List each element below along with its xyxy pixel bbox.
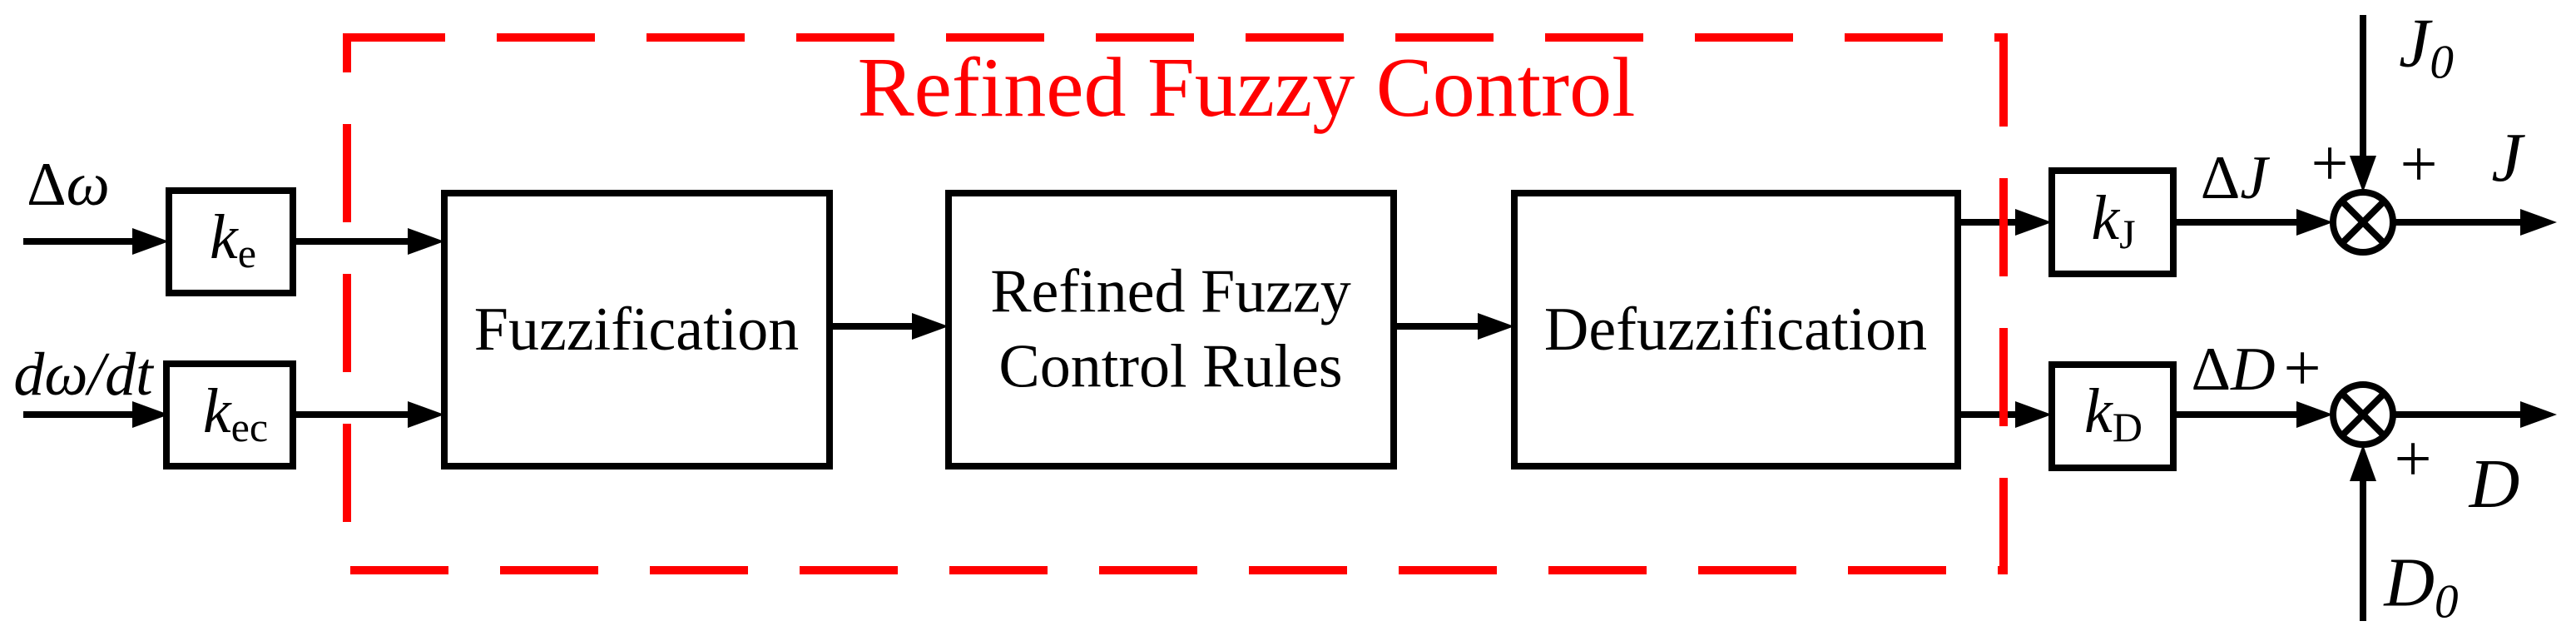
j0-input-arrow [2350,15,2376,192]
diagram-title: Refined Fuzzy Control [857,41,1636,135]
sum-j-plus-right: + [2400,128,2438,201]
rules-box [945,190,1397,470]
j0-sub: 0 [2430,36,2454,89]
delta-j-delta: Δ [2200,144,2241,212]
d0-input-arrow [2350,445,2376,621]
rules-to-defuzzification-arrow [1394,313,1514,340]
kec-gain-box [163,360,296,470]
delta-d-symbol: D [2231,335,2276,404]
sum-j-plus-left: + [2311,127,2349,201]
domega-dt-input-arrow [23,401,169,428]
ke-sub: e [237,229,256,276]
sum-d-plus-bottom: + [2394,423,2432,496]
sum-junction-d-icon [2330,381,2396,448]
rules-label: Refined Fuzzy Control Rules [990,255,1351,405]
kd-sub: D [2112,403,2143,450]
delta-d-delta: Δ [2191,335,2232,404]
kj-gain-label: kJ [2091,186,2135,255]
kd-base: k [2084,375,2113,446]
delta-omega-label: Δω [27,154,110,216]
defuzzification-box [1511,190,1961,470]
fuzzification-box [441,190,833,470]
ke-to-fuzzification-arrow [293,228,444,255]
kd-gain-box [2048,361,2177,471]
d0-base: D [2384,544,2435,622]
delta-d-label: ΔD [2191,339,2275,400]
ke-base: k [210,201,238,272]
ke-gain-label: ke [210,206,256,274]
d-output-label: D [2469,445,2520,523]
kj-sub: J [2119,210,2136,257]
delta-omega-symbol: ω [66,151,110,219]
defuzzification-label: Defuzzification [1543,296,1928,364]
rules-label-line1: Refined Fuzzy [990,257,1351,326]
sum-junction-j-icon [2330,189,2396,256]
kd-gain-label: kD [2084,380,2143,448]
delta-j-label: ΔJ [2201,147,2267,209]
fuzzification-label: Fuzzification [473,296,800,364]
j-output-label: J [2491,119,2523,196]
j0-label: J0 [2399,8,2454,89]
j0-base: J [2399,4,2430,82]
rules-label-line2: Control Rules [998,333,1343,401]
defuzzification-to-kd-arrow [1958,401,2052,428]
kec-base: k [202,375,231,446]
kec-to-fuzzification-arrow [293,401,444,428]
delta-j-symbol: J [2240,144,2268,212]
kj-base: k [2091,182,2120,253]
domega-dt-label: dω/dt [13,340,153,409]
defuzzification-to-kj-arrow [1958,209,2052,236]
sum-to-d-output-arrow [2393,401,2557,428]
d0-label: D0 [2384,548,2458,626]
ke-gain-box [166,187,296,296]
kec-gain-label: kec [203,380,268,448]
delta-omega-delta: Δ [27,151,67,219]
kj-to-sum-arrow [2173,209,2333,236]
delta-omega-input-arrow [23,228,169,255]
sum-d-plus-top: + [2283,332,2321,405]
fuzzification-to-rules-arrow [830,313,949,340]
refined-fuzzy-control-boundary [343,33,2008,574]
kj-gain-box [2048,167,2177,277]
kec-sub: ec [230,403,269,450]
kd-to-sum-arrow [2173,401,2333,428]
d0-sub: 0 [2435,575,2459,629]
sum-to-j-output-arrow [2393,209,2557,236]
